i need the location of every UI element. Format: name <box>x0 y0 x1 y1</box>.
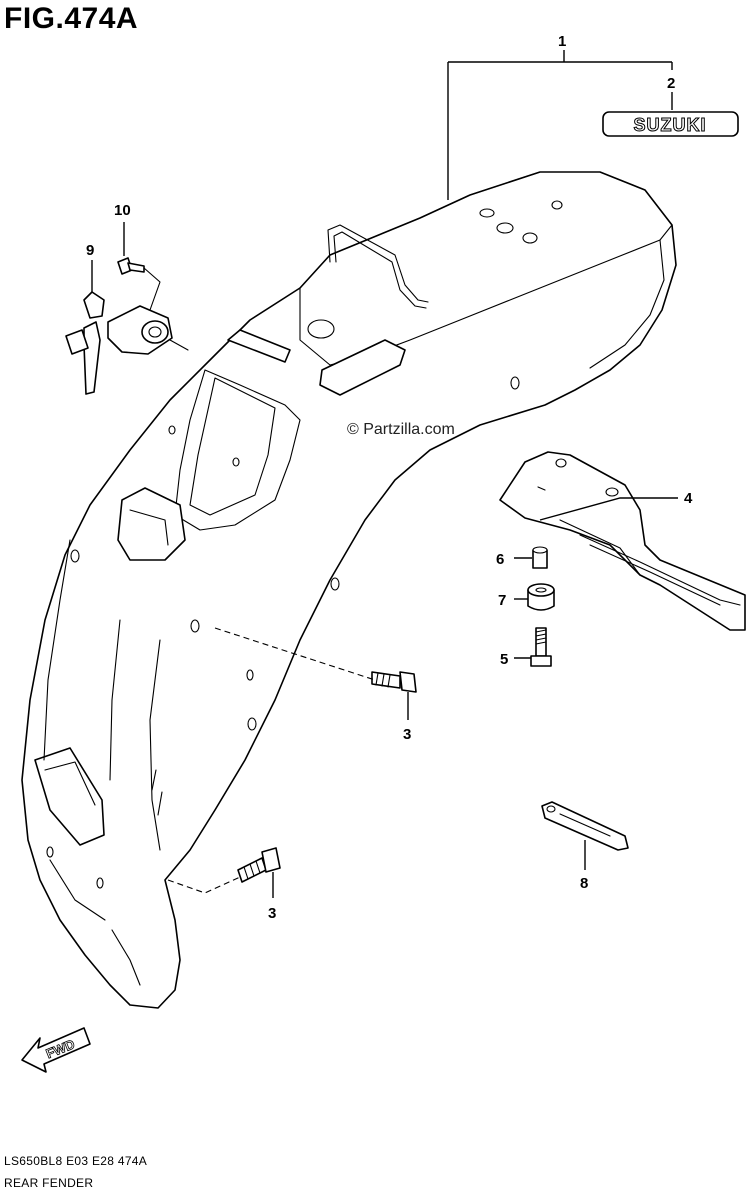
callout-6: 6 <box>496 551 504 568</box>
callout-5: 5 <box>500 651 508 668</box>
section-name: REAR FENDER <box>4 1176 94 1190</box>
screw[interactable] <box>117 257 145 275</box>
callout-4: 4 <box>684 490 693 507</box>
callout-8: 8 <box>580 875 588 892</box>
model-code: LS650BL8 E03 E28 474A <box>4 1154 148 1168</box>
bolt-3-lower[interactable] <box>237 847 281 883</box>
watermark: © Partzilla.com <box>347 421 455 438</box>
suzuki-emblem[interactable]: SUZUKI <box>602 111 739 137</box>
cushion[interactable] <box>527 583 555 611</box>
callout-2: 2 <box>667 75 675 92</box>
callout-numbers: 1 2 3 3 4 5 6 7 8 9 10 <box>86 33 693 922</box>
rear-fender[interactable] <box>21 171 677 1009</box>
callout-9: 9 <box>86 242 94 259</box>
leader-lines <box>91 50 678 898</box>
collar[interactable] <box>532 546 548 569</box>
callout-7: 7 <box>498 592 506 609</box>
strap[interactable] <box>541 801 629 851</box>
callout-10: 10 <box>114 202 131 219</box>
emblem-text: SUZUKI <box>634 115 707 135</box>
bolt-5[interactable] <box>530 627 552 667</box>
grab-wire[interactable] <box>327 224 429 309</box>
callout-1: 1 <box>558 33 566 50</box>
figure-title: FIG.474A <box>4 2 139 35</box>
callout-3-lower: 3 <box>268 905 276 922</box>
seat-lock[interactable] <box>65 291 173 395</box>
fender-bracket[interactable] <box>499 451 746 631</box>
forward-direction-arrow: FWD <box>21 1027 91 1073</box>
callout-3-upper: 3 <box>403 726 411 743</box>
bolt-3-upper[interactable] <box>371 671 417 693</box>
